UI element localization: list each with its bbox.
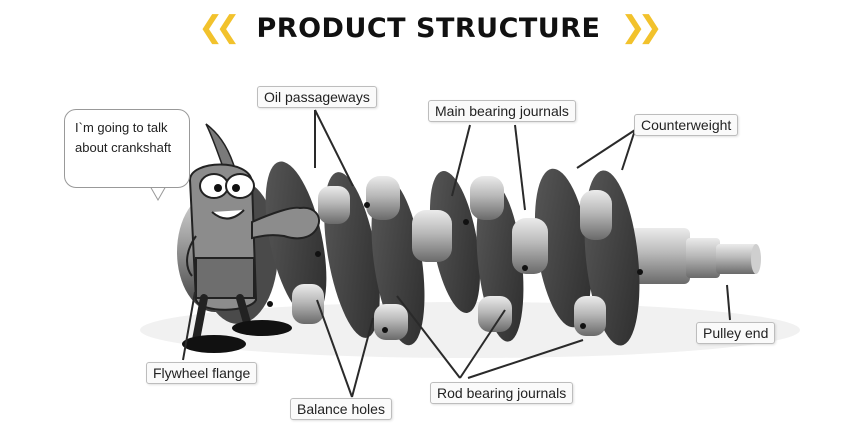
callout-lines (182, 109, 731, 398)
label-flywheel-flange: Flywheel flange (146, 362, 258, 384)
label-main-bearing-journals: Main bearing journals (428, 100, 576, 122)
label-pulley-end: Pulley end (696, 322, 776, 344)
header: ❮❮ PRODUCT STRUCTURE ❯❯ (0, 0, 853, 56)
page-title: PRODUCT STRUCTURE (256, 12, 601, 44)
speech-bubble: I`m going to talk about crankshaft (64, 109, 190, 188)
label-rod-bearing-journals: Rod bearing journals (430, 382, 574, 404)
speech-line-2: about crankshaft (75, 140, 172, 155)
label-oil-passageways: Oil passageways (257, 86, 377, 108)
cartoon-mascot-icon (182, 123, 320, 353)
label-balance-holes: Balance holes (290, 398, 392, 420)
speech-line-1: I`m going to talk (75, 120, 168, 135)
label-counterweight: Counterweight (634, 114, 739, 136)
